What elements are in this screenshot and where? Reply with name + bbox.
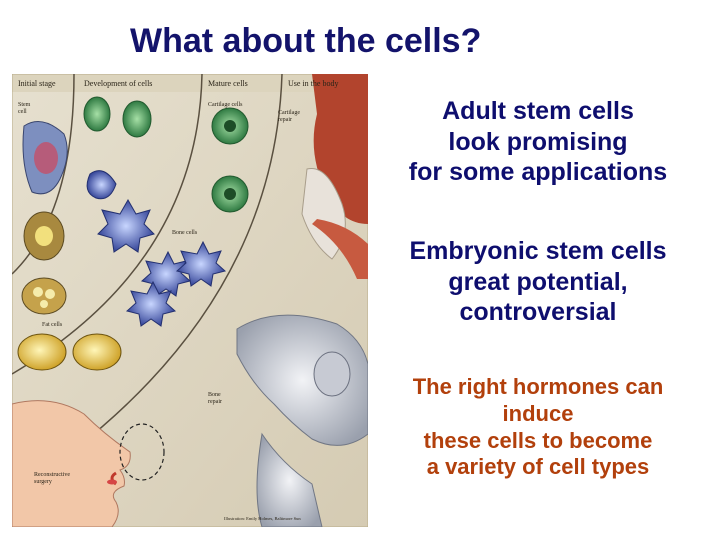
column-label-development: Development of cells: [84, 79, 152, 88]
hormones-line-3: these cells to become: [423, 427, 653, 453]
femur-bone: [256, 432, 323, 527]
label-fat-cells: Fat cells: [42, 322, 63, 328]
embryonic-line-2: great potential,: [448, 267, 628, 296]
embryonic-line-1: Embryonic stem cells: [409, 237, 667, 265]
developing-bone-cell-2: [97, 198, 155, 253]
label-reconstructive-line2: surgery: [34, 479, 52, 485]
surgery-target-circle: [119, 423, 165, 481]
label-cartilage-repair-line2: repair: [278, 117, 292, 123]
stem-cell-illustration: Initial stage Development of cells Matur…: [12, 74, 368, 527]
hormones-text: The right hormones can induce these cell…: [368, 374, 708, 481]
developing-bone-cell-1: [86, 170, 117, 200]
initial-cell-3: [21, 277, 67, 315]
arc-1: [12, 74, 75, 275]
label-bone-cells: Bone cells: [172, 230, 198, 236]
label-cartilage-cells: Cartilage cells: [208, 102, 243, 108]
label-stem-line1: Stem: [18, 102, 31, 108]
developing-cartilage-cell-2: [122, 100, 152, 138]
illustration-credit: Illustration: Emily Holmes, Baltimore Su…: [224, 516, 301, 522]
label-bone-repair-line1: Bone: [208, 392, 221, 398]
developing-cartilage-cell-1: [83, 96, 111, 132]
slide-title: What about the cells?: [130, 22, 482, 60]
label-cartilage-repair-line1: Cartilage: [278, 110, 300, 116]
label-bone-repair-line2: repair: [208, 399, 222, 405]
embryonic-stem-cells-text: Embryonic stem cells great potential, co…: [368, 236, 708, 328]
hormones-line-4: a variety of cell types: [426, 454, 650, 480]
adult-stem-cells-text: Adult stem cells look promising for some…: [368, 96, 708, 188]
label-reconstructive-line1: Reconstructive: [34, 472, 70, 478]
mature-bone-cell-3: [125, 280, 177, 327]
face-profile: [12, 400, 131, 527]
mature-bone-cell-2: [175, 240, 227, 287]
adult-line-1: Adult stem cells: [442, 97, 634, 125]
adult-line-2: look promising: [448, 127, 628, 156]
hormones-line-2: induce: [502, 400, 574, 426]
column-label-initial: Initial stage: [18, 79, 56, 88]
hormones-line-1: The right hormones can: [412, 374, 664, 399]
lips: [107, 479, 117, 485]
adult-line-3: for some applications: [408, 158, 668, 186]
embryonic-line-3: controversial: [459, 298, 617, 326]
fat-cell-1: [17, 333, 67, 371]
label-stem-line2: cell: [18, 109, 27, 115]
column-label-mature: Mature cells: [208, 79, 248, 88]
column-label-use: Use in the body: [288, 79, 338, 88]
fat-cell-2: [72, 333, 122, 371]
pelvis-bone: [236, 314, 368, 446]
mature-bone-cell-1: [140, 250, 192, 297]
